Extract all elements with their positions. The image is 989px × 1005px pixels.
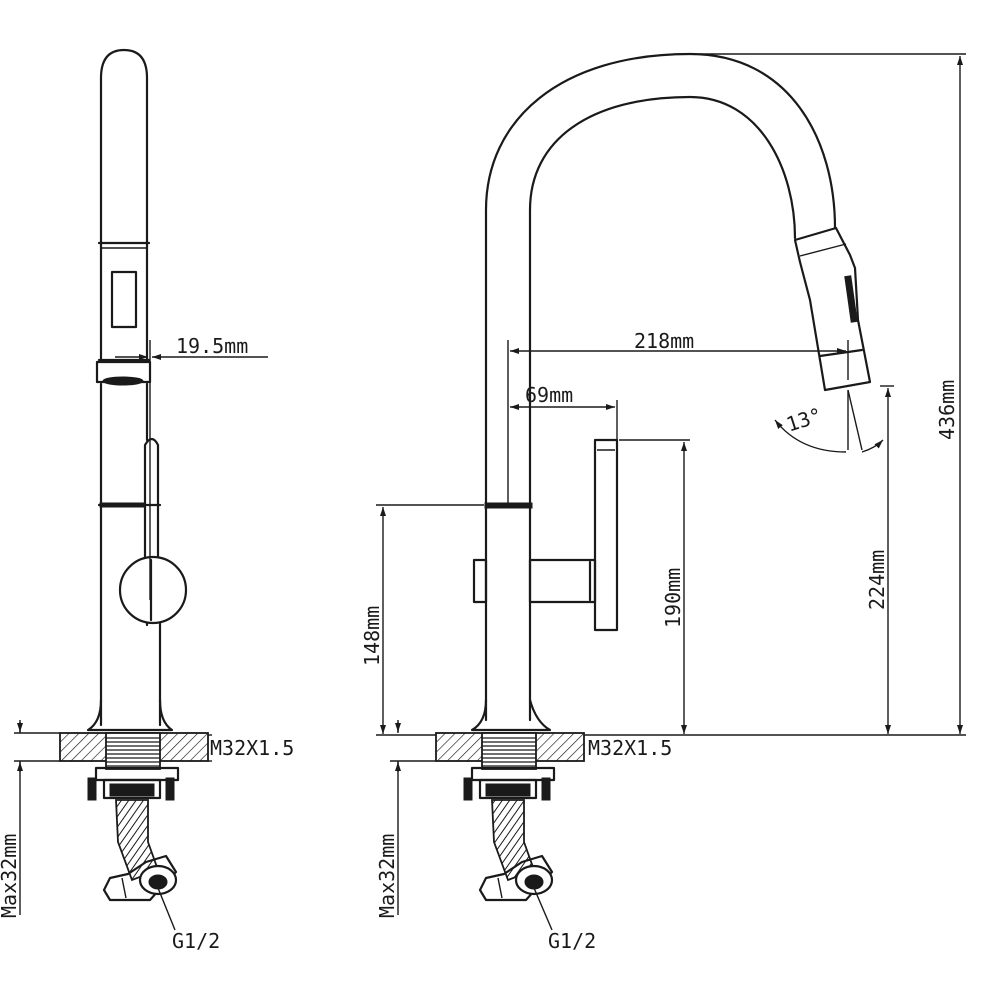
front-spray-head — [793, 226, 872, 392]
total-height-label: 436mm — [935, 380, 959, 440]
side-lever — [143, 437, 160, 577]
side-spray-button — [110, 270, 138, 329]
spout-outlet-height-label: 224mm — [865, 550, 889, 610]
side-lever-cap — [118, 555, 188, 625]
handle-height-label: 190mm — [661, 568, 685, 628]
front-view — [435, 52, 872, 931]
spray-angle-label: 13° — [783, 403, 825, 437]
front-thread-label: M32X1.5 — [588, 736, 672, 760]
front-dimensions: 218mm 69mm 13° 436mm 224mm 190mm 148mm M… — [360, 53, 966, 953]
front-connector-label: G1/2 — [548, 929, 596, 953]
handle-offset-label: 69mm — [525, 383, 573, 407]
front-max-deck-label: Max32mm — [375, 834, 399, 918]
body-height-label: 148mm — [360, 606, 384, 666]
gooseneck-inner — [528, 95, 797, 507]
side-spout-diameter-label: 19.5mm — [176, 334, 248, 358]
reach-label: 218mm — [634, 329, 694, 353]
side-dimensions: 19.5mm M32X1.5 Max32mm G1/2 — [0, 334, 294, 953]
side-view — [59, 48, 209, 931]
gooseneck-outer — [484, 52, 837, 507]
side-connector-label: G1/2 — [172, 929, 220, 953]
side-spout-tube — [99, 48, 149, 362]
side-max-deck-label: Max32mm — [0, 834, 21, 918]
front-lever — [593, 438, 619, 632]
side-thread-label: M32X1.5 — [210, 736, 294, 760]
